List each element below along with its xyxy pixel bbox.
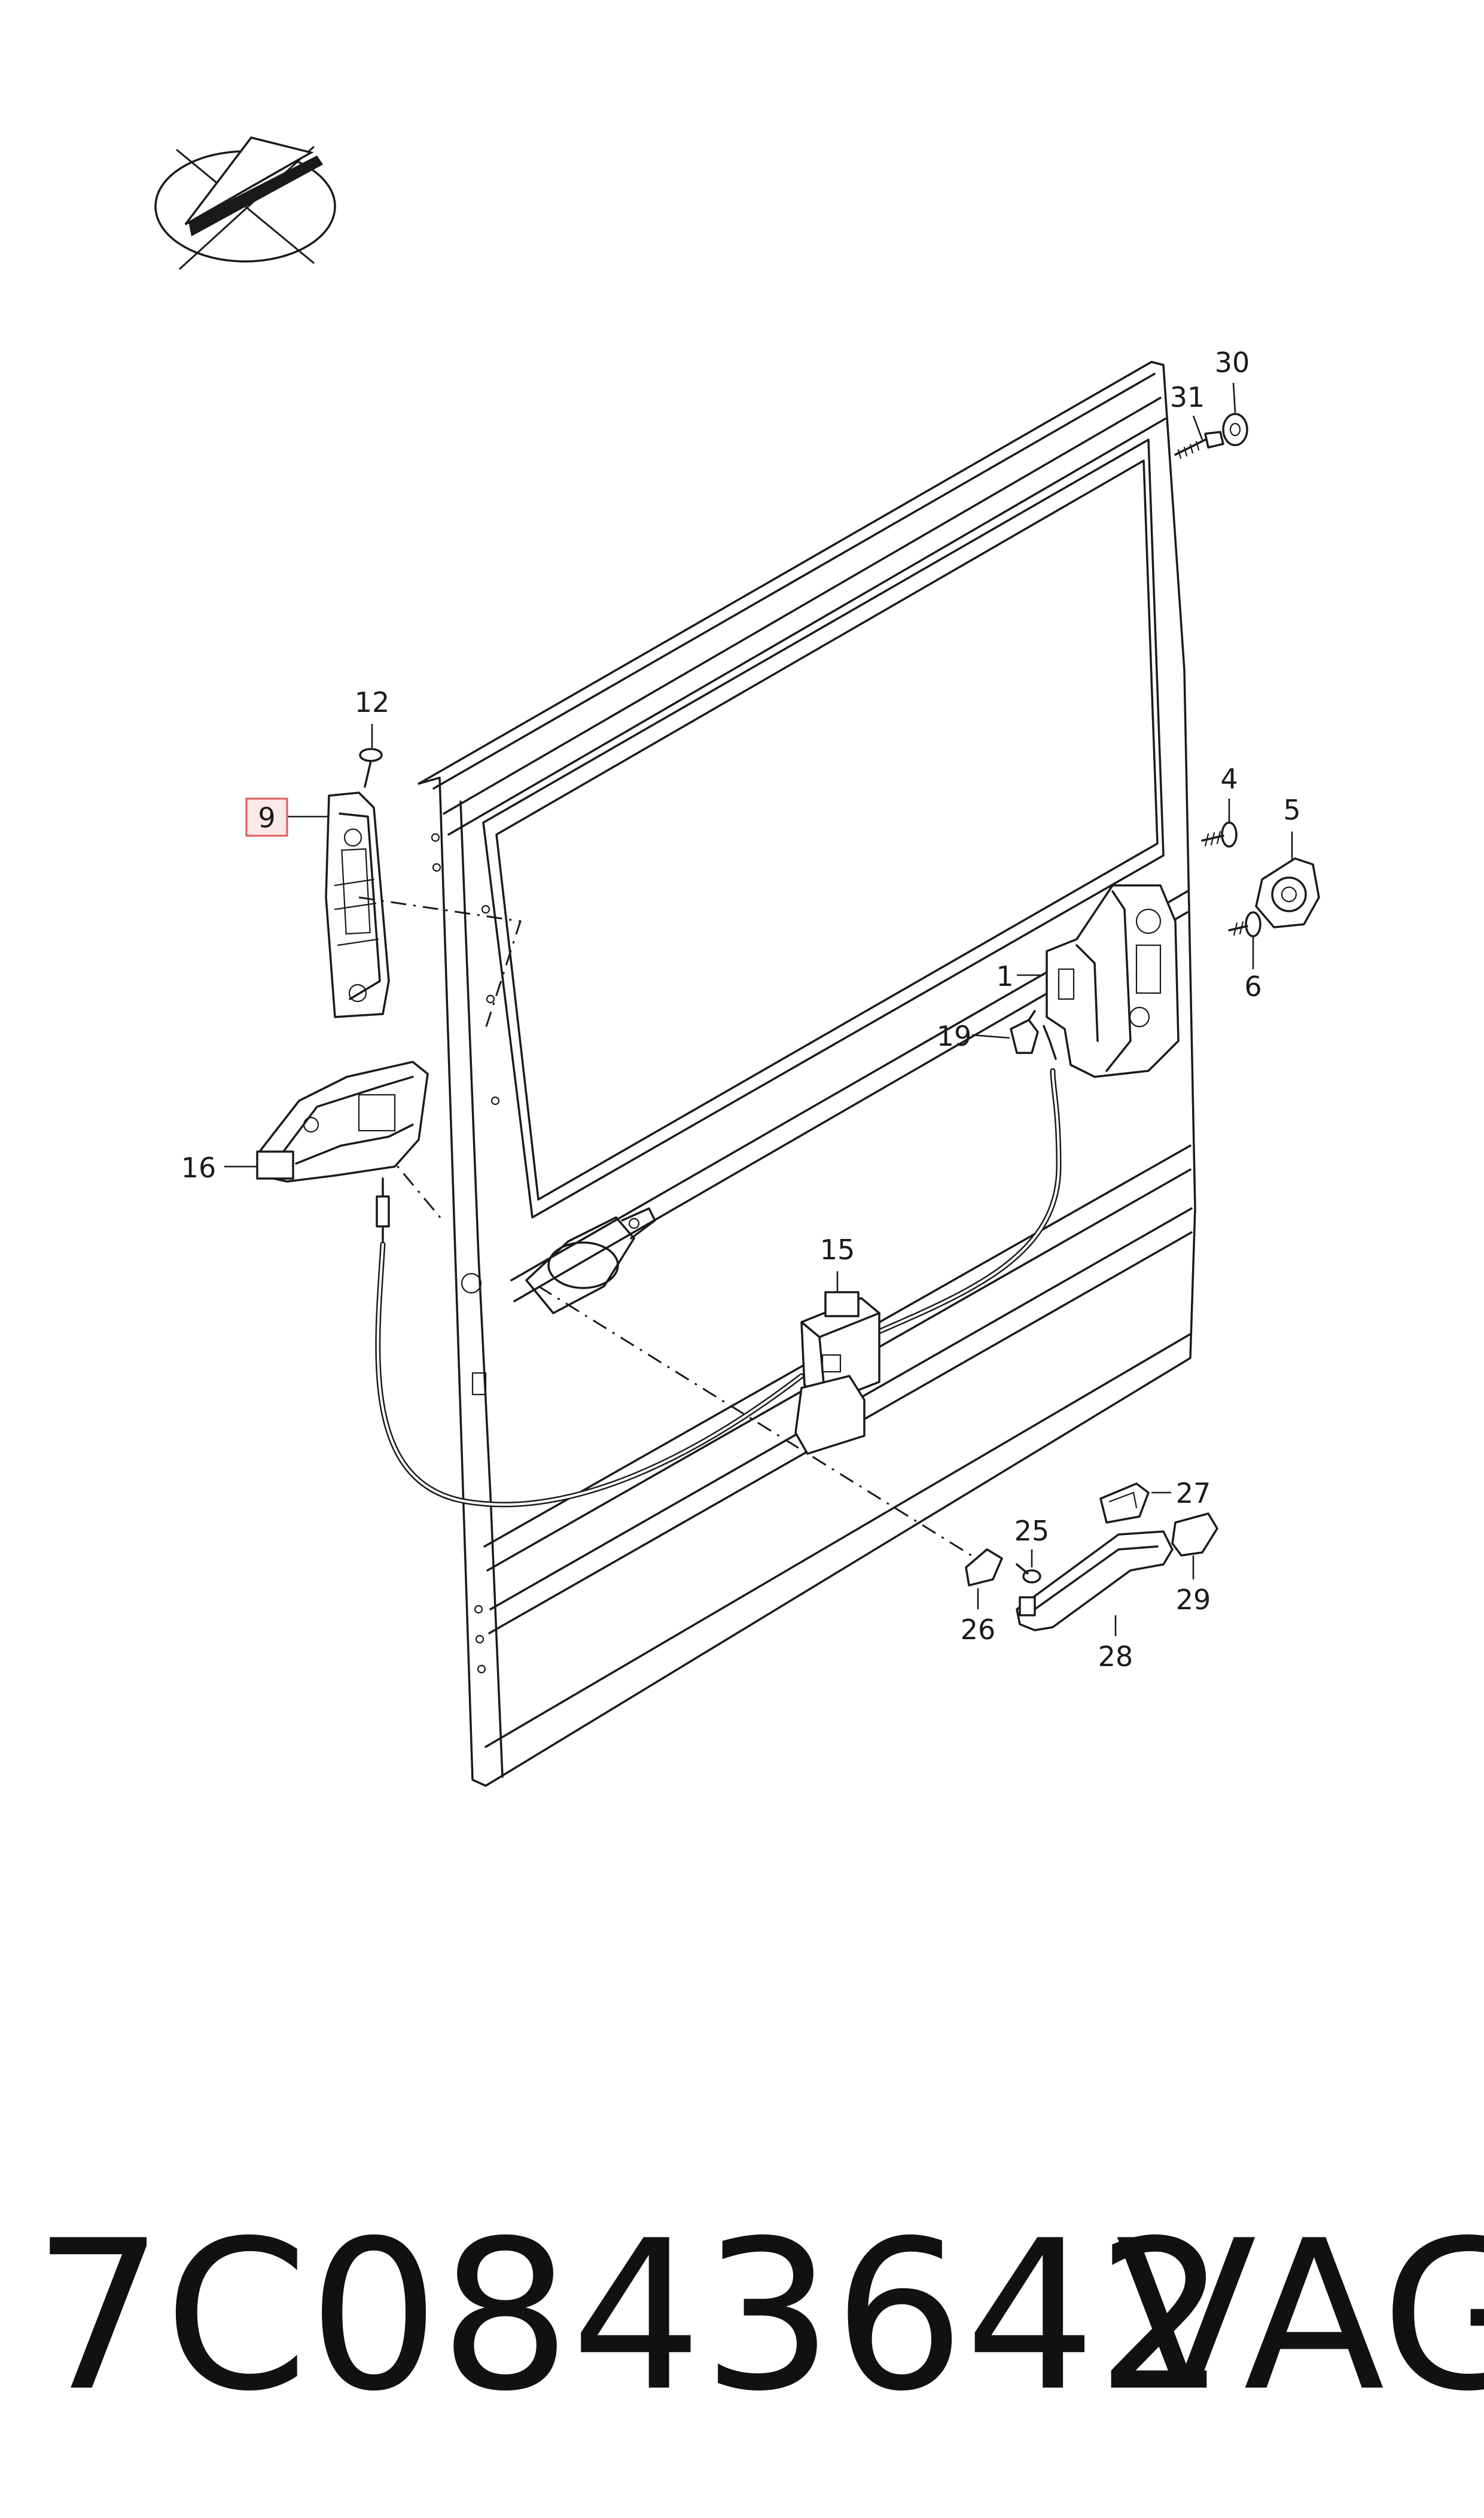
part-16-handle-bracket [256,1061,429,1183]
callout-labels: 9 12 16 30 31 4 5 1 6 19 15 27 25 29 26 … [181,346,1301,1673]
part-1-door-lock [1046,884,1180,1078]
callout-12: 12 [355,686,390,718]
callout-25: 25 [1014,1515,1050,1547]
reference-line-handle [358,896,522,1033]
callout-27: 27 [1176,1477,1211,1509]
sliding-door-panel [418,361,1196,1787]
bowden-cable-lower [375,1177,805,1508]
brand-label: VAG [1116,2197,1484,2437]
part-25-screw [1016,1563,1041,1584]
part-number-label: 7C0843642 [33,2197,1227,2437]
callout-28: 28 [1098,1640,1133,1673]
part-12-screw [359,748,383,788]
part-6-screw [1228,911,1261,937]
callout-19: 19 [937,1020,972,1052]
part-31-bolt [1174,431,1224,459]
part-30-washer [1222,413,1248,446]
callout-4: 4 [1220,763,1238,795]
callout-26: 26 [961,1613,996,1646]
bowden-cable-upper [870,1068,1062,1337]
part-19-cable-clip [1010,1010,1057,1060]
callout-15: 15 [820,1234,855,1266]
callout-highlight-box [245,797,288,837]
part-15-lock-actuator [794,1291,880,1455]
callout-9: 9 [258,802,275,834]
callout-6: 6 [1244,970,1261,1003]
part-29-handle-cap [1171,1512,1218,1557]
part-28-exterior-handle [1016,1530,1174,1631]
reference-line-cable-upper [382,1148,444,1221]
part-5-striker-plate [1255,857,1320,928]
part-9-inner-door-handle [325,791,390,1018]
callout-16: 16 [181,1152,217,1184]
callout-30: 30 [1215,346,1250,379]
callout-5: 5 [1283,794,1300,826]
emblem-logo [154,136,336,270]
callout-leaders [224,382,1293,1636]
part-26-gasket [965,1548,1003,1587]
reference-line-exterior [538,1285,982,1563]
callout-1: 1 [996,960,1013,992]
callout-29: 29 [1176,1584,1211,1616]
part-4-screw [1201,821,1238,848]
callout-31: 31 [1170,381,1205,413]
part-27-handle-cap [1099,1482,1150,1524]
